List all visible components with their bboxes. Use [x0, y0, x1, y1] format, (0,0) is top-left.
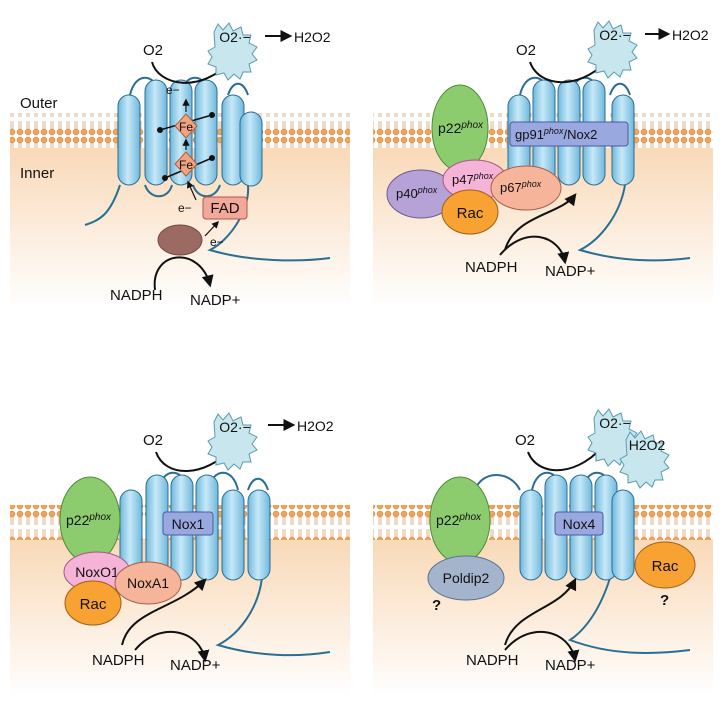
poldip2-subunit: [427, 555, 505, 601]
nadp-label: NADP+: [545, 263, 596, 280]
nadp-label: NADP+: [170, 657, 221, 674]
heme-dot: [157, 127, 163, 133]
superoxide-label: O2·−: [219, 29, 251, 45]
h2o2-label: H2O2: [294, 29, 331, 45]
p67-label: p67phox: [500, 179, 542, 195]
rac-subunit: [634, 541, 696, 589]
p40-label: p40phox: [396, 185, 438, 201]
outer-label: Outer: [20, 95, 58, 112]
p22-label: p22phox: [438, 120, 484, 136]
loop: [247, 477, 269, 491]
c-terminus: [567, 577, 691, 654]
nadp-label: NADP+: [545, 657, 596, 674]
tm-helix: [117, 94, 141, 186]
heme-dot: [209, 155, 215, 161]
nadph-domain: [157, 224, 203, 256]
heme-dot: [209, 112, 215, 118]
tm-helix: [221, 489, 245, 581]
tm-helix: [194, 79, 218, 186]
electron-label: e−: [210, 235, 224, 249]
loop: [192, 184, 221, 198]
electron-arrow: [187, 180, 197, 201]
rac-subunit: [64, 580, 122, 626]
nox1-label: Nox1: [172, 516, 205, 532]
poldip2-question: ?: [432, 597, 441, 614]
electron-transfer-arrow: [504, 193, 577, 251]
o2-label: O2: [516, 42, 536, 59]
nadph-label: NADPH: [92, 652, 145, 669]
tm-helix: [611, 489, 635, 581]
nox4-box: [554, 511, 604, 536]
loop: [609, 82, 631, 96]
gp91-nox2-label: gp91phox/Nox2: [515, 126, 597, 142]
nadph-oxidation-arrow: [499, 235, 570, 265]
h2o2-label: H2O2: [672, 27, 709, 43]
noxa1-label: NoxA1: [127, 575, 169, 591]
heme-fe-2: [174, 151, 198, 177]
nox1-box: [162, 511, 214, 536]
fad-label: FAD: [210, 200, 239, 217]
rac-label: Rac: [457, 205, 484, 222]
nadph-label: NADPH: [110, 287, 163, 304]
electron-label: e−: [178, 201, 192, 215]
tm-helix: [144, 79, 168, 186]
inner-label: Inner: [20, 165, 54, 182]
h2o2-cloud: [619, 430, 670, 489]
panel-1: Outer Inner Fe Fe e− FAD: [10, 22, 350, 309]
nadph-oxidation-arrow: [153, 256, 214, 291]
gp91-nox2-box: [509, 121, 629, 147]
superoxide-label: O2·−: [219, 419, 251, 435]
p22-label: p22phox: [436, 512, 482, 528]
rac-label: Rac: [80, 596, 107, 613]
c-terminus: [577, 184, 691, 262]
electron-label: e−: [166, 83, 180, 97]
panel-4: p22phox Nox4 Poldip2 ? Rac ? O2 O2·− H2O…: [373, 408, 713, 698]
p47-label: p47phox: [452, 171, 494, 187]
fad-box: [202, 196, 248, 220]
p22-label: p22phox: [66, 512, 112, 528]
rac-label: Rac: [652, 558, 679, 575]
tm-helix: [519, 489, 543, 581]
loop: [144, 184, 173, 198]
superoxide-label: O2·−: [599, 27, 631, 43]
panel-2: p22phox gp91phox/Nox2 p40phox p47phox p6…: [373, 20, 713, 308]
electron-transfer-arrow: [504, 577, 577, 646]
superoxide-cloud: [587, 20, 638, 79]
superoxide-cloud: [207, 412, 258, 471]
loop: [227, 82, 249, 96]
heme-fe-1: [174, 113, 198, 139]
nadp-label: NADP+: [190, 292, 241, 309]
superoxide-cloud: [207, 22, 258, 81]
tm-helix: [239, 111, 263, 187]
h2o2-label: H2O2: [297, 418, 334, 434]
nadph-oxidation-arrow: [504, 631, 580, 663]
electron-transfer-arrow: [121, 578, 207, 646]
fe-label: Fe: [179, 120, 193, 134]
rac-question: ?: [660, 592, 669, 609]
nox4-label: Nox4: [563, 516, 596, 532]
o2-label: O2: [143, 432, 163, 449]
fe-label: Fe: [179, 158, 193, 172]
nadph-label: NADPH: [465, 259, 518, 276]
noxo1-label: NoxO1: [75, 564, 119, 580]
rac-subunit: [441, 189, 499, 235]
c-terminus: [215, 577, 331, 657]
nadph-label: NADPH: [466, 652, 519, 669]
o2-label: O2: [515, 432, 535, 449]
h2o2-label: H2O2: [629, 437, 666, 453]
poldip2-label: Poldip2: [443, 570, 490, 586]
n-terminus: [84, 184, 121, 226]
nadph-oxidation-arrow: [134, 631, 210, 663]
noxa1-subunit: [114, 561, 182, 605]
o2-label: O2: [143, 42, 163, 59]
tm-helix: [247, 489, 271, 581]
panel-3: p22phox Nox1 NoxO1 NoxA1 Rac O2 O2·− H2O…: [10, 412, 350, 698]
heme-dot: [162, 175, 168, 181]
superoxide-label: O2·−: [599, 415, 631, 431]
loop: [474, 474, 521, 491]
electron-arrow: [204, 220, 219, 237]
p67phox-subunit: [490, 165, 562, 211]
membrane-bilayer: [373, 505, 713, 540]
